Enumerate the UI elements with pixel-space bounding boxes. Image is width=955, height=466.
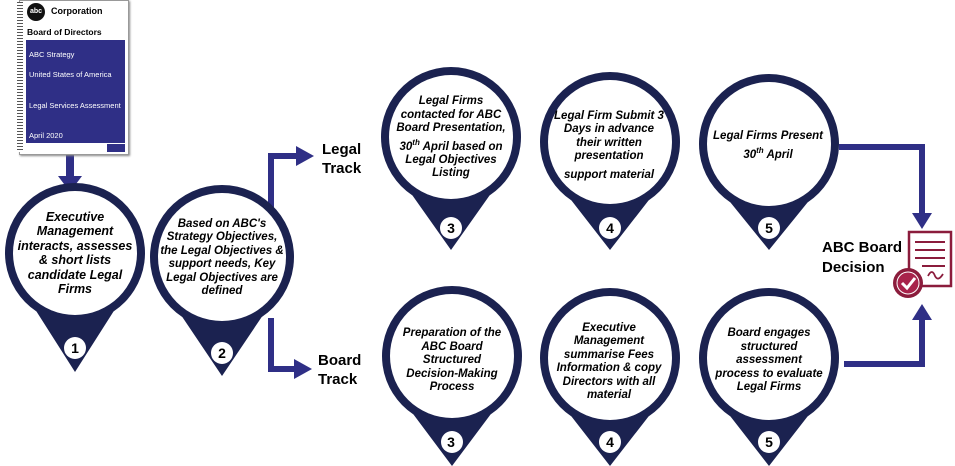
legal-track-label: Legal Track (322, 141, 362, 177)
cover-strategy: ABC Strategy (29, 50, 75, 59)
cover-assessment: Legal Services Assessment (29, 101, 121, 110)
board-step-5-number: 5 (765, 434, 773, 450)
pin-2-text: Based on ABC's Strategy Objectives, the … (160, 217, 284, 298)
pin-1-text: Executive Management interacts, assesses… (17, 209, 133, 297)
legal-step-5-pin (698, 73, 839, 250)
company-logo: abc (27, 3, 45, 21)
legal-to-decision-arrow (839, 144, 932, 229)
board-step-3-text: Preparation of the ABC Board Structured … (402, 327, 502, 394)
cover-date: April 2020 (29, 131, 63, 140)
board-step-4-text: Executive Management summarise Fees Info… (556, 321, 662, 402)
board-step-3-number-badge (441, 431, 463, 453)
board-step-5-number-badge (758, 431, 780, 453)
board-step-4-number-badge (599, 431, 621, 453)
board-step-5-pin-face (707, 296, 831, 420)
legal-step-4-pin-face (548, 80, 672, 204)
pin-1-pin (4, 183, 145, 372)
board-step-3-number: 3 (447, 434, 455, 450)
board-to-decision-arrow (844, 304, 932, 367)
legal-step-5-number: 5 (765, 220, 773, 236)
legal-step-3-number: 3 (447, 220, 455, 236)
board-step-4-pin-face (548, 296, 672, 420)
board-step-4-number: 4 (606, 434, 614, 450)
legal-step-5-pin-face (707, 82, 831, 206)
pin-2-pin-face (158, 193, 286, 321)
pin-2-number: 2 (218, 345, 226, 361)
certificate-icon (893, 230, 953, 298)
pin-1-number: 1 (71, 340, 79, 356)
spiral-binding (17, 2, 23, 152)
cover-tab (107, 144, 125, 152)
legal-step-4-pin (540, 72, 680, 250)
pin-2-number-badge (211, 342, 233, 364)
legal-step-3-text: Legal Firms contacted for ABC Board Pres… (396, 95, 506, 180)
legal-track-arrow (268, 146, 314, 228)
board-step-5-pin (698, 287, 839, 466)
board-track-arrow (268, 318, 312, 379)
board-step-3-pin-face (390, 294, 514, 418)
legal-step-5-number-badge (758, 217, 780, 239)
report-cover: abc Corporation Board of Directors ABC S… (17, 0, 129, 155)
pin-1-pin-face (13, 191, 137, 315)
decision-label: ABC Board Decision (822, 239, 903, 276)
legal-step-5-text: Legal Firms Present 30th April (713, 130, 823, 161)
legal-step-3-pin-face (389, 75, 513, 199)
legal-step-4-number: 4 (606, 220, 614, 236)
board-step-4-pin (540, 288, 680, 466)
board-track-label: Board Track (318, 352, 362, 388)
pin-2-pin (150, 185, 294, 376)
cover-company: Corporation (51, 6, 103, 16)
cover-board: Board of Directors (27, 27, 102, 37)
legal-step-4-number-badge (599, 217, 621, 239)
legal-step-4-text: Legal Firm Submit 3 Days in advance thei… (554, 109, 664, 181)
pin-1-number-badge (64, 337, 86, 359)
board-step-5-text: Board engages structured assessment proc… (715, 327, 823, 394)
legal-step-3-number-badge (440, 217, 462, 239)
cover-country: United States of America (29, 70, 112, 79)
board-step-3-pin (381, 286, 522, 466)
cover-panel: ABC Strategy United States of America Le… (26, 40, 125, 143)
legal-step-3-pin (380, 67, 521, 250)
